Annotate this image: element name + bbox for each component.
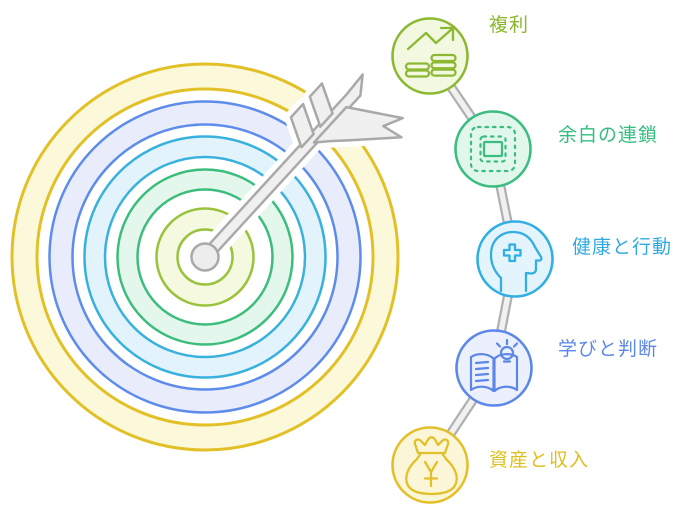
coin <box>430 68 457 77</box>
medical-cross <box>502 243 522 263</box>
money-bag-yen-icon <box>405 436 458 496</box>
head-profile <box>489 230 543 293</box>
page-line <box>474 372 490 377</box>
coin <box>404 69 431 78</box>
coin <box>430 61 457 70</box>
bag-body <box>405 451 458 496</box>
ring-green <box>116 168 294 346</box>
ring-blue <box>48 100 362 414</box>
ring-cyan <box>83 135 327 379</box>
page-line <box>474 360 490 365</box>
arrow-fletching-upper-1 <box>289 102 315 149</box>
node-5-label: 資産と収入 <box>489 449 589 471</box>
arrow-center-knob <box>190 242 220 272</box>
lightbulb-ray <box>495 342 502 348</box>
arrow <box>190 73 405 272</box>
coin <box>430 53 457 63</box>
lightbulb-ray <box>512 342 519 348</box>
chart-arrowhead <box>439 26 455 42</box>
node-2-label: 余白の連鎖 <box>558 124 658 146</box>
node-4-label: 学びと判断 <box>558 338 658 360</box>
node-2-circle <box>454 110 532 188</box>
bag-crown <box>413 436 450 455</box>
node-3-label: 健康と行動 <box>572 236 672 258</box>
inner-dashed-frame <box>479 135 507 163</box>
book-right-page <box>493 353 519 393</box>
node-3 <box>476 220 554 298</box>
chart-line <box>406 27 454 51</box>
outer-dashed-frame <box>469 125 517 173</box>
page-line <box>474 366 490 371</box>
node-5 <box>391 426 469 504</box>
yen-symbol <box>423 460 439 488</box>
lightbulb <box>499 345 515 361</box>
margin-frame-icon <box>469 125 517 173</box>
node-4 <box>455 329 533 407</box>
head-health-cross-icon <box>489 230 543 293</box>
node-1-label: 複利 <box>489 14 529 36</box>
node-5-circle <box>391 426 469 504</box>
node-1-circle <box>391 17 469 95</box>
growth-chart-coins-icon <box>404 26 457 78</box>
arrow-fletching-fork <box>312 105 405 144</box>
node-2 <box>454 110 532 188</box>
page-line <box>474 378 490 383</box>
node-labels: 複利 余白の連鎖 健康と行動 学びと判断 資産と収入 <box>489 14 672 471</box>
node-1 <box>391 17 469 95</box>
arrow-fletching-upper-2 <box>308 82 334 128</box>
book-lightbulb-icon <box>469 338 519 393</box>
center-rect <box>482 140 504 158</box>
